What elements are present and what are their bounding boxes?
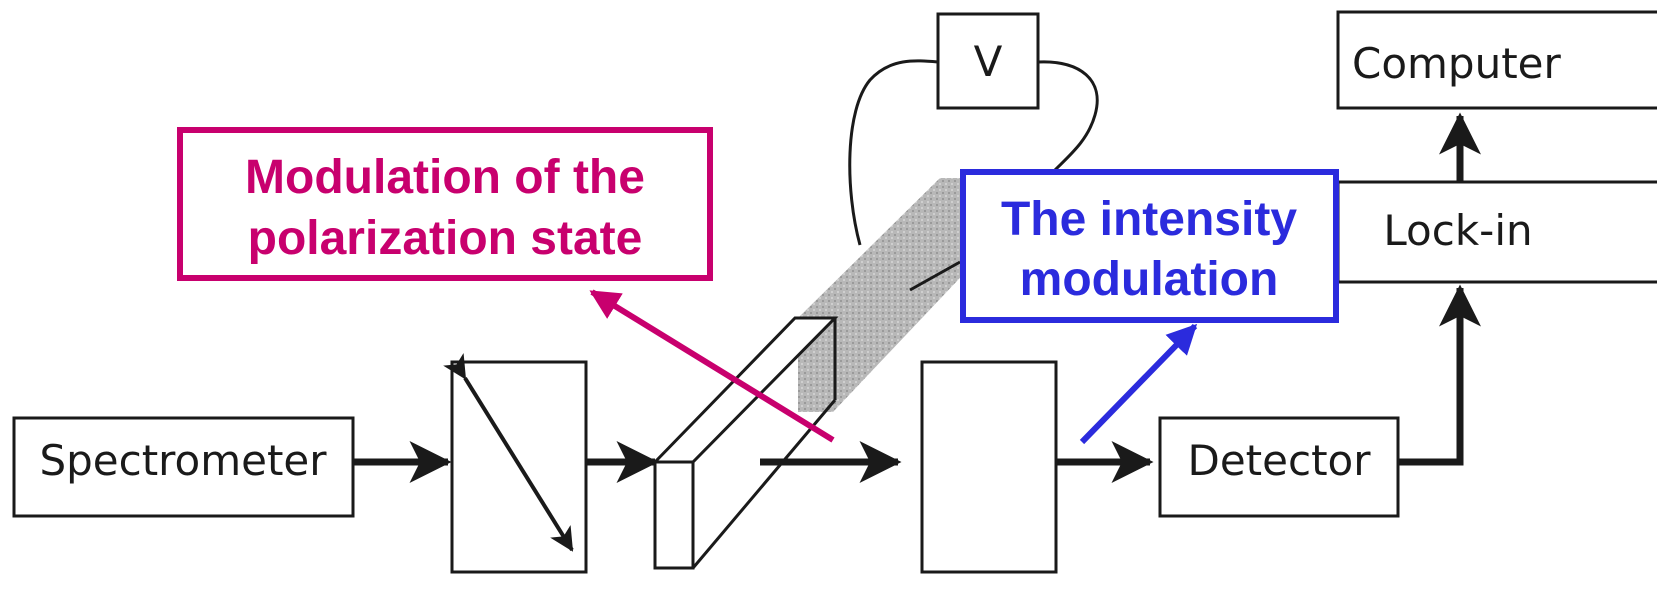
signal-arrow-detector-lockin bbox=[1398, 284, 1481, 466]
polarization-callout-line2: polarization state bbox=[248, 212, 643, 265]
intensity-callout-line1: The intensity bbox=[1001, 193, 1297, 246]
detector-box: Detector bbox=[1158, 416, 1400, 518]
voltage-wire-right bbox=[1037, 60, 1099, 172]
polarization-pointer-arrow bbox=[589, 289, 835, 443]
detector-label: Detector bbox=[1187, 436, 1371, 485]
voltage-wire-left bbox=[848, 59, 939, 246]
lockin-label: Lock-in bbox=[1383, 206, 1532, 255]
polarization-callout-line1: Modulation of the bbox=[245, 151, 645, 204]
modulator-slab bbox=[798, 178, 975, 412]
polarization-callout: Modulation of the polarization state bbox=[177, 127, 835, 443]
intensity-pointer-arrow bbox=[1079, 323, 1198, 445]
voltage-label: V bbox=[974, 37, 1003, 86]
analyzer-box bbox=[920, 360, 1058, 574]
lockin-box: Lock-in bbox=[1336, 180, 1657, 284]
intensity-callout: The intensity modulation bbox=[960, 169, 1339, 445]
voltage-source: V bbox=[848, 12, 1099, 246]
polarizer-box bbox=[443, 352, 588, 574]
intensity-callout-line2: modulation bbox=[1020, 253, 1279, 306]
computer-box: Computer bbox=[1336, 10, 1657, 110]
computer-label: Computer bbox=[1352, 39, 1562, 88]
spectrometer-box: Spectrometer bbox=[12, 416, 355, 518]
spectrometer-label: Spectrometer bbox=[39, 436, 327, 485]
polarization-axis-arrow bbox=[443, 352, 574, 552]
